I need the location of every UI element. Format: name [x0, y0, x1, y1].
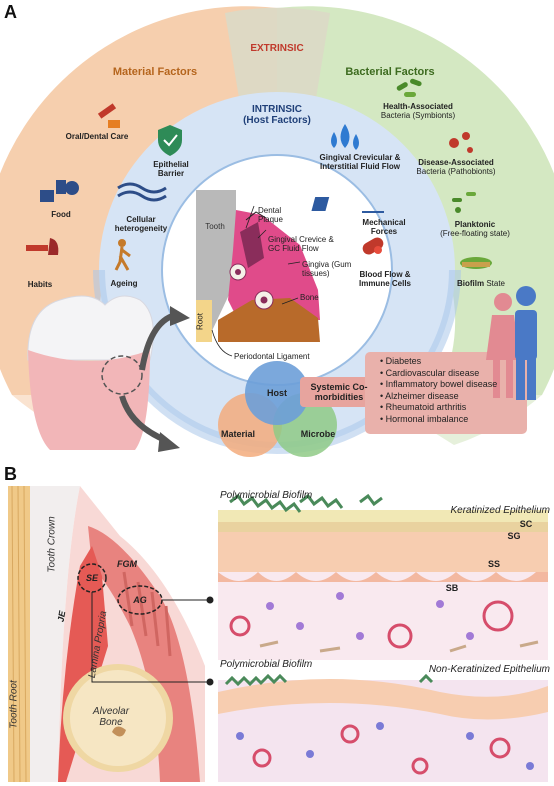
extrinsic-title: EXTRINSIC	[250, 43, 304, 54]
host-item-mechanical: Mechanical Forces	[362, 218, 406, 236]
label-ag: AG	[133, 595, 147, 605]
label-gingiva: Gingiva (Gum tissues)	[302, 260, 352, 278]
label-tooth-crown: Tooth Crown	[46, 516, 58, 573]
label-bone: Bone	[300, 293, 319, 302]
bacterial-item-planktonic: Planktonic(Free-floating state)	[440, 220, 510, 238]
comorbidity-list: Diabetes Cardiovascular disease Inflamma…	[370, 356, 528, 425]
bacteria-red-icon	[449, 132, 473, 153]
material-item-food: Food	[51, 210, 71, 219]
label-root: Root	[195, 313, 205, 330]
biofilm-icon	[460, 257, 492, 269]
label-alveolar-bone: Alveolar Bone	[92, 706, 130, 728]
shield-icon	[158, 125, 182, 156]
toothbrush-icon	[97, 103, 120, 128]
force-icon	[311, 197, 384, 213]
label-tooth: Tooth	[205, 222, 225, 231]
food-icon	[40, 180, 79, 202]
panel-b-graphic	[0, 486, 548, 783]
label-bottom-biofilm: Polymicrobial Biofilm	[220, 659, 313, 670]
comorbidity-item: Diabetes	[380, 356, 528, 368]
host-item-blood-flow: Blood Flow & Immune Cells	[358, 270, 411, 288]
layer-sc: SC	[519, 519, 533, 529]
habits-icon	[26, 238, 59, 255]
venn-material-label: Material	[220, 429, 255, 439]
tooth-cross-section	[196, 190, 320, 357]
keratinized-histology	[218, 493, 548, 660]
walking-elder-icon	[114, 239, 131, 271]
blood-cells-icon	[362, 237, 384, 255]
comorbidity-item: Hormonal imbalance	[380, 414, 528, 426]
venn-host-circle	[245, 361, 309, 425]
label-tooth-root: Tooth Root	[8, 680, 20, 729]
material-item-habits: Habits	[27, 280, 53, 289]
systemic-title: Systemic Co-morbidities	[310, 382, 368, 402]
comorbidity-item: Rheumatoid arthritis	[380, 402, 528, 414]
tooth-model	[27, 295, 154, 450]
cells-icon	[117, 182, 167, 202]
non-keratinized-histology	[218, 673, 548, 782]
material-factors-title: Material Factors	[112, 66, 198, 78]
systemic-bar	[300, 377, 378, 407]
label-keratinized: Keratinized Epithelium	[450, 505, 551, 516]
label-fgm: FGM	[117, 559, 137, 569]
bacteria-green-icon	[396, 78, 422, 97]
label-pdl: Periodontal Ligament	[234, 352, 310, 361]
label-top-biofilm: Polymicrobial Biofilm	[220, 490, 313, 501]
venn-microbe-label: Microbe	[300, 429, 336, 439]
host-item-ageing: Ageing	[110, 279, 138, 288]
layer-ss: SS	[487, 559, 500, 569]
droplets-icon	[331, 124, 359, 150]
layer-sb: SB	[445, 583, 459, 593]
comorbidity-item: Cardiovascular disease	[380, 368, 528, 380]
venn-host-label: Host	[267, 388, 287, 398]
host-item-cellular: Cellular heterogeneity	[114, 215, 168, 233]
host-item-fluid-flow: Gingival Crevicular & Interstitial Fluid…	[319, 153, 401, 171]
panel-b-letter: B	[4, 464, 17, 484]
layer-sg: SG	[507, 531, 521, 541]
label-se: SE	[85, 573, 98, 583]
intrinsic-title: INTRINSIC(Host Factors)	[243, 104, 311, 126]
panel-a-letter: A	[4, 2, 17, 22]
host-item-epithelial: Epithelial Barrier	[153, 160, 189, 178]
bacterial-factors-title: Bacterial Factors	[345, 66, 435, 78]
label-dental-plaque: Dental Plaque	[258, 206, 283, 224]
comorbidity-item: Inflammatory bowel disease	[380, 379, 528, 391]
material-item-oral-care: Oral/Dental Care	[65, 132, 129, 141]
comorbidity-item: Alzheimer disease	[380, 391, 528, 403]
planktonic-icon	[452, 192, 476, 213]
bacterial-item-biofilm: Biofilm State	[456, 279, 506, 288]
label-non-keratinized: Non-Keratinized Epithelium	[428, 664, 550, 675]
label-gingival-crevice: Gingival Crevice & GC Fluid Flow	[268, 235, 334, 253]
